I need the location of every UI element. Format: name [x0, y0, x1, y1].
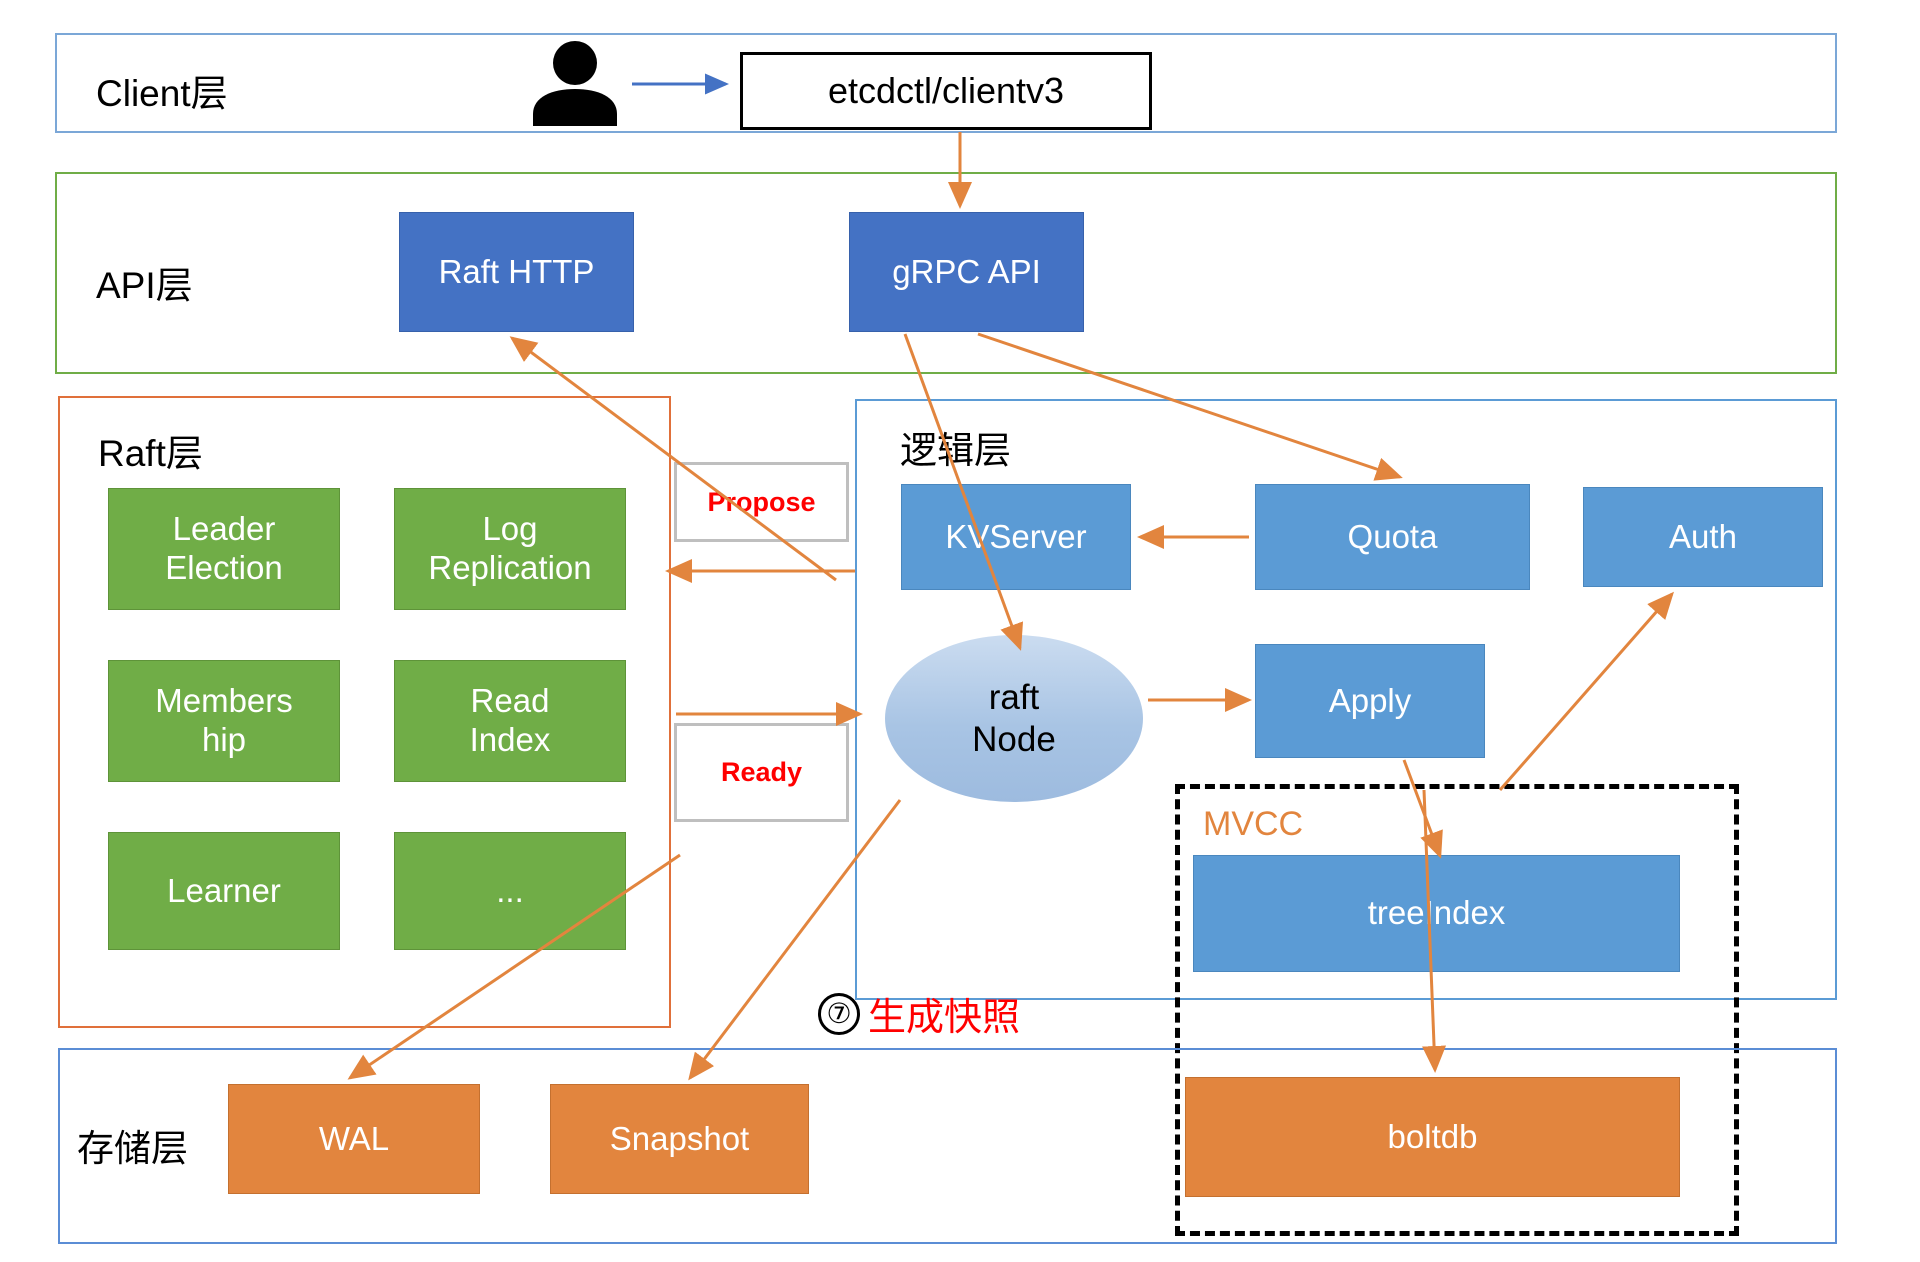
- node-learner[interactable]: Learner: [108, 832, 340, 950]
- node-snapshot[interactable]: Snapshot: [550, 1084, 809, 1194]
- layer-client-label: Client层: [96, 73, 228, 114]
- node-auth[interactable]: Auth: [1583, 487, 1823, 587]
- layer-storage-label: 存储层: [77, 1128, 188, 1169]
- layer-storage: [58, 1048, 1837, 1244]
- layer-raft-label: Raft层: [98, 433, 203, 474]
- annotation-generate-snapshot: ⑦ 生成快照: [818, 986, 1020, 1041]
- node-raft-etc[interactable]: ...: [394, 832, 626, 950]
- node-log-replication[interactable]: Log Replication: [394, 488, 626, 610]
- node-raft-node[interactable]: raft Node: [885, 635, 1143, 802]
- node-grpc-api[interactable]: gRPC API: [849, 212, 1084, 332]
- node-treeindex[interactable]: treeIndex: [1193, 855, 1680, 972]
- node-kvserver[interactable]: KVServer: [901, 484, 1131, 590]
- node-wal[interactable]: WAL: [228, 1084, 480, 1194]
- person-icon: [525, 40, 625, 131]
- tag-propose: Propose: [674, 462, 849, 542]
- layer-client: [55, 33, 1837, 133]
- node-apply[interactable]: Apply: [1255, 644, 1485, 758]
- layer-api-label: API层: [96, 265, 193, 306]
- node-boltdb[interactable]: boltdb: [1185, 1077, 1680, 1197]
- mvcc-container: [1175, 784, 1739, 1236]
- arrow-user-to-client: [632, 73, 729, 95]
- node-quota[interactable]: Quota: [1255, 484, 1530, 590]
- tag-ready: Ready: [674, 723, 849, 822]
- node-leader-election[interactable]: Leader Election: [108, 488, 340, 610]
- layer-logic-label: 逻辑层: [900, 430, 1011, 471]
- node-raft-http[interactable]: Raft HTTP: [399, 212, 634, 332]
- mvcc-label: MVCC: [1203, 805, 1304, 843]
- client-box-etcdctl[interactable]: etcdctl/clientv3: [740, 52, 1152, 130]
- annotation-text: 生成快照: [868, 997, 1021, 1039]
- step-number-badge: ⑦: [818, 992, 860, 1035]
- node-read-index[interactable]: Read Index: [394, 660, 626, 782]
- node-membership[interactable]: Members hip: [108, 660, 340, 782]
